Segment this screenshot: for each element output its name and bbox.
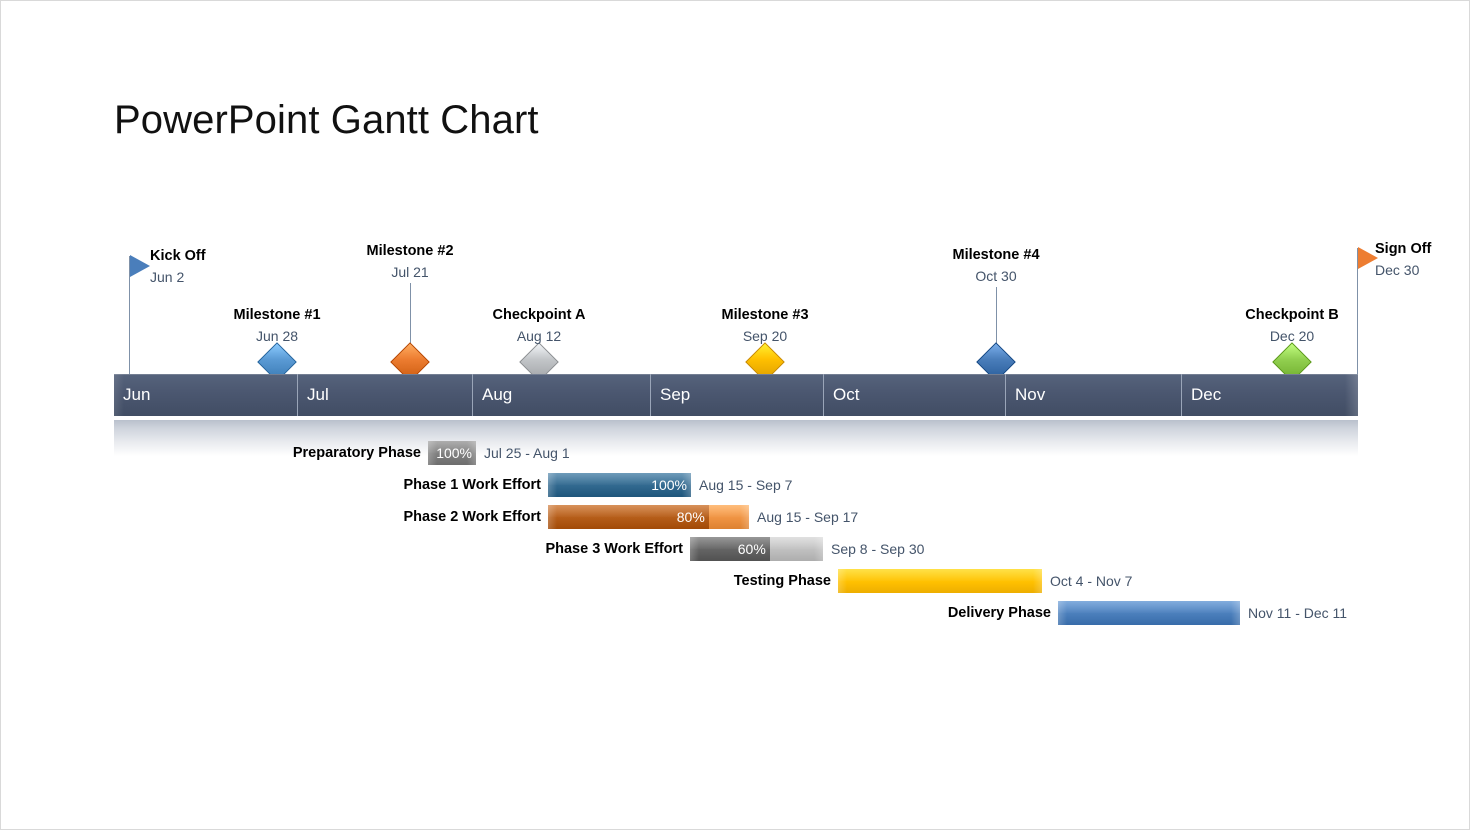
- task-dates-delivery-phase: Nov 11 - Dec 11: [1248, 605, 1348, 621]
- task-label-preparatory-phase: Preparatory Phase: [292, 445, 421, 461]
- task-progress-fill-testing-phase: [838, 569, 1042, 593]
- marker-label-sign-off: Sign Off: [1375, 241, 1432, 257]
- task-progress-fill-preparatory-phase: [428, 441, 476, 465]
- marker-label-milestone-1: Milestone #1: [233, 307, 321, 323]
- task-dates-preparatory-phase: Jul 25 - Aug 1: [484, 445, 570, 461]
- task-label-testing-phase: Testing Phase: [733, 573, 831, 589]
- task-bar-bevel-right: [740, 505, 749, 529]
- task-progress-label-phase-2-work-effort: 80%: [676, 509, 705, 525]
- task-bar-phase-3-work-effort[interactable]: 60%: [690, 537, 823, 561]
- task-row-delivery-phase: Delivery Phase Nov 11 - Dec 11: [948, 601, 1347, 625]
- month-label-aug: Aug: [472, 374, 650, 416]
- marker-label-milestone-2: Milestone #2: [366, 243, 454, 259]
- task-row-testing-phase: Testing Phase Oct 4 - Nov 7: [734, 569, 1132, 593]
- task-dates-phase-2-work-effort: Aug 15 - Sep 17: [757, 509, 859, 525]
- task-progress-label-phase-1-work-effort: 100%: [651, 477, 687, 493]
- marker-date-checkpoint-b: Dec 20: [1269, 328, 1315, 344]
- task-row-phase-3-work-effort: Phase 3 Work Effort 60% Sep 8 - Sep 30: [545, 537, 924, 561]
- marker-date-milestone-2: Jul 21: [391, 264, 429, 280]
- task-progress-fill-delivery-phase: [1058, 601, 1240, 625]
- task-row-phase-2-work-effort: Phase 2 Work Effort 80% Aug 15 - Sep 17: [403, 505, 858, 529]
- task-dates-testing-phase: Oct 4 - Nov 7: [1050, 573, 1133, 589]
- month-label-jul: Jul: [297, 374, 472, 416]
- month-label-jun: Jun: [123, 385, 151, 404]
- marker-label-milestone-3: Milestone #3: [721, 307, 809, 323]
- timeline-underlay: [114, 420, 1358, 456]
- task-row-preparatory-phase: Preparatory Phase 100% Jul 25 - Aug 1: [293, 441, 570, 465]
- task-progress-label-preparatory-phase: 100%: [436, 445, 472, 461]
- marker-pole-milestone-4: [996, 287, 997, 374]
- marker-date-milestone-1: Jun 28: [255, 328, 299, 344]
- marker-label-kick-off: Kick Off: [150, 248, 206, 264]
- flag-icon-sign-off[interactable]: [1358, 247, 1378, 269]
- marker-date-milestone-3: Sep 20: [742, 328, 788, 344]
- month-label-dec: Dec: [1181, 374, 1358, 416]
- marker-pole-kick-off: [129, 256, 130, 374]
- task-dates-phase-3-work-effort: Sep 8 - Sep 30: [831, 541, 925, 557]
- task-progress-fill-phase-1-work-effort: [548, 473, 691, 497]
- month-label-oct: Oct: [823, 374, 1005, 416]
- task-bar-phase-1-work-effort[interactable]: 100%: [548, 473, 691, 497]
- flag-icon-kick-off[interactable]: [130, 255, 150, 277]
- task-progress-label-phase-3-work-effort: 60%: [737, 541, 766, 557]
- task-bar-delivery-phase[interactable]: [1058, 601, 1240, 625]
- marker-date-kick-off: Jun 2: [150, 269, 185, 285]
- task-label-delivery-phase: Delivery Phase: [947, 605, 1051, 621]
- page-title: PowerPoint Gantt Chart: [114, 98, 539, 142]
- task-bar-preparatory-phase[interactable]: 100%: [428, 441, 476, 465]
- task-bar-testing-phase[interactable]: [838, 569, 1042, 593]
- marker-pole-sign-off: [1357, 248, 1358, 374]
- marker-date-milestone-4: Oct 30: [975, 268, 1017, 284]
- marker-label-checkpoint-a: Checkpoint A: [492, 307, 586, 323]
- task-row-phase-1-work-effort: Phase 1 Work Effort 100% Aug 15 - Sep 7: [403, 473, 792, 497]
- marker-label-milestone-4: Milestone #4: [952, 247, 1040, 263]
- task-label-phase-3-work-effort: Phase 3 Work Effort: [545, 541, 683, 557]
- task-label-phase-2-work-effort: Phase 2 Work Effort: [403, 509, 541, 525]
- marker-date-checkpoint-a: Aug 12: [516, 328, 562, 344]
- task-progress-fill-phase-2-work-effort: [548, 505, 709, 529]
- task-dates-phase-1-work-effort: Aug 15 - Sep 7: [699, 477, 793, 493]
- timeline-bar: [114, 374, 1358, 416]
- marker-label-checkpoint-b: Checkpoint B: [1245, 307, 1339, 323]
- marker-date-sign-off: Dec 30: [1375, 262, 1420, 278]
- marker-pole-milestone-2: [410, 283, 411, 374]
- task-bar-phase-2-work-effort[interactable]: 80%: [548, 505, 749, 529]
- month-label-nov: Nov: [1005, 374, 1181, 416]
- task-label-phase-1-work-effort: Phase 1 Work Effort: [403, 477, 541, 493]
- task-bar-bevel-right: [814, 537, 823, 561]
- task-progress-fill-phase-3-work-effort: [690, 537, 770, 561]
- month-label-sep: Sep: [650, 374, 823, 416]
